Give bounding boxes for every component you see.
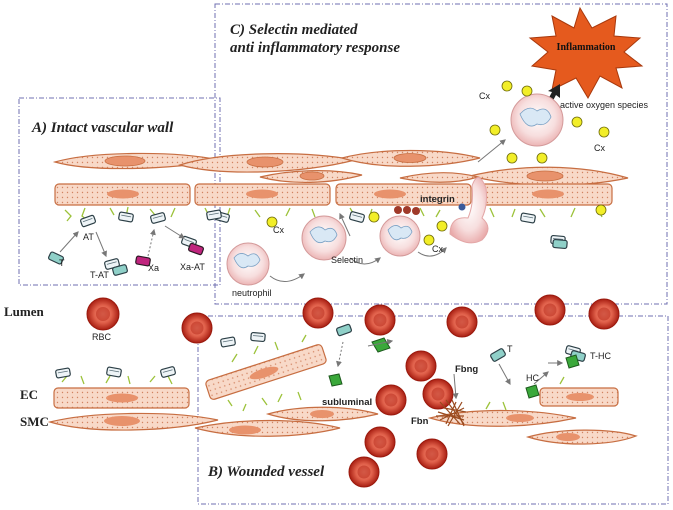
panel-c-title-line1: C) Selectin mediated (230, 22, 358, 38)
panel-b-title: B) Wounded vessel (207, 464, 325, 480)
rbc (446, 306, 478, 338)
label-t-at: T-AT (90, 270, 109, 280)
label-t-hc: T-HC (590, 351, 611, 361)
rbc (364, 426, 396, 458)
neutrophil-2 (301, 215, 347, 261)
panel-b-arrows (336, 339, 564, 400)
integrin-markers (394, 203, 466, 215)
label-hc: HC (526, 373, 539, 383)
cx-particles (266, 80, 610, 246)
rbc (364, 304, 396, 336)
label-rbc: RBC (92, 332, 112, 342)
panel-c-frame (214, 3, 668, 305)
label-subluminal: subluminal (322, 397, 372, 408)
rbc (86, 297, 120, 331)
neutrophil-migrating (449, 177, 489, 244)
endothelial-cells-top (54, 183, 613, 206)
label-at: AT (83, 232, 94, 242)
label-xa-at: Xa-AT (180, 262, 205, 272)
label-fbn: Fbn (411, 416, 429, 427)
rbc (416, 438, 448, 470)
label-cx-3: Cx (479, 91, 490, 101)
endothelial-cells-bottom (53, 344, 619, 409)
label-cx-4: Cx (594, 143, 605, 153)
panel-c-title-line2: anti inflammatory response (230, 40, 400, 56)
label-cx-2: Cx (432, 244, 443, 254)
rbc (588, 298, 620, 330)
panel-a-arrows (59, 225, 186, 258)
neutrophil-1 (226, 242, 270, 286)
rbc (302, 297, 334, 329)
rbc (375, 384, 407, 416)
smooth-muscle-cells-bottom (47, 406, 638, 445)
xa-at-complex (180, 235, 205, 256)
neutrophil-cells (226, 93, 564, 286)
rbc (348, 456, 380, 488)
label-xa: Xa (148, 263, 159, 273)
rolling-arrows (269, 139, 506, 282)
label-integrin: integrin (420, 194, 455, 205)
neutrophil-activated (510, 93, 564, 147)
label-t-a: T (59, 258, 65, 268)
panel-b-frame (197, 315, 669, 505)
glycocalyx-top (64, 206, 603, 222)
label-smc: SMC (20, 414, 49, 429)
rbc (405, 350, 437, 382)
inflammation-burst: Inflammation (528, 6, 644, 100)
smooth-muscle-cells-top (52, 149, 629, 186)
label-selectin: Selectin (331, 255, 363, 265)
label-active-oxygen: active oxygen species (560, 100, 649, 110)
panel-a-title: A) Intact vascular wall (31, 120, 174, 136)
label-ec: EC (20, 387, 38, 402)
neutrophil-3 (379, 215, 421, 257)
rbc (181, 312, 213, 344)
label-neutrophil: neutrophil (232, 288, 272, 298)
hc-cubes (328, 337, 580, 399)
label-t-b: T (507, 344, 513, 354)
label-inflammation: Inflammation (557, 42, 616, 53)
rbc (534, 294, 566, 326)
rbc (422, 378, 454, 410)
label-cx-1: Cx (273, 225, 284, 235)
red-blood-cells (86, 294, 620, 488)
fibrin-clot (436, 399, 467, 427)
label-lumen: Lumen (4, 304, 45, 319)
label-fbng: Fbng (455, 364, 478, 375)
